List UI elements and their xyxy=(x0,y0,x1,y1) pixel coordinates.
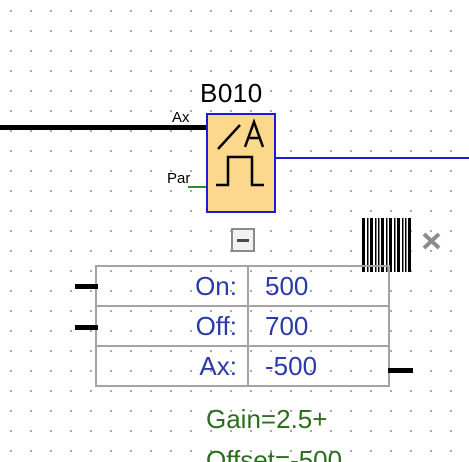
parameter-value[interactable]: -500 xyxy=(247,345,390,387)
gain-annotation: Gain=2.5+ xyxy=(206,404,328,434)
pin-label-ax: Ax xyxy=(172,109,190,126)
collapse-button[interactable] xyxy=(231,228,255,252)
parameter-label: On: xyxy=(95,265,249,307)
close-icon[interactable] xyxy=(422,232,441,250)
parameter-table: On: 500 Off: 700 Ax: -500 xyxy=(95,265,390,387)
output-wire-q[interactable] xyxy=(276,157,469,159)
parameter-value[interactable]: 500 xyxy=(247,265,390,307)
connector-stub-ax[interactable] xyxy=(388,368,413,373)
connector-stub-on[interactable] xyxy=(75,284,98,289)
function-block[interactable] xyxy=(206,113,276,213)
parameter-row-off[interactable]: Off: 700 xyxy=(95,305,390,347)
barcode-icon[interactable] xyxy=(362,218,444,274)
input-wire-ax[interactable] xyxy=(0,125,207,130)
parameter-value[interactable]: 700 xyxy=(247,305,390,347)
connector-stub-off[interactable] xyxy=(75,325,98,330)
offset-annotation: Offset=-500 xyxy=(206,445,343,462)
parameter-row-ax[interactable]: Ax: -500 xyxy=(95,345,390,387)
block-name: B010 xyxy=(200,78,263,108)
parameter-row-on[interactable]: On: 500 xyxy=(95,265,390,307)
parameter-label: Off: xyxy=(95,305,249,347)
pin-label-par: Par xyxy=(167,170,191,187)
analog-threshold-trigger-icon xyxy=(216,118,265,187)
minus-icon xyxy=(237,239,249,242)
parameter-label: Ax: xyxy=(95,345,249,387)
input-wire-par[interactable] xyxy=(188,186,207,188)
